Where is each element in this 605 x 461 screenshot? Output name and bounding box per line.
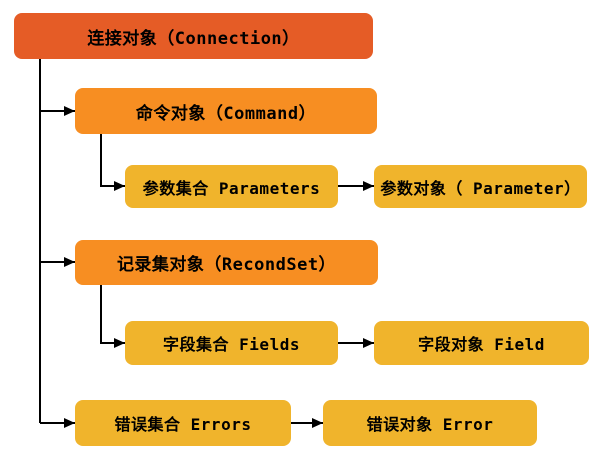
node-errors: 错误集合 Errors: [75, 400, 291, 446]
node-command: 命令对象（Command）: [75, 88, 377, 134]
node-field: 字段对象 Field: [374, 321, 589, 365]
edge-command-parameters: [100, 134, 125, 191]
node-error: 错误对象 Error: [323, 400, 537, 446]
node-connection: 连接对象（Connection）: [14, 13, 373, 59]
node-parameter: 参数对象（ Parameter）: [374, 165, 587, 208]
node-recordset: 记录集对象（RecondSet）: [75, 240, 378, 285]
node-fields: 字段集合 Fields: [125, 321, 338, 365]
node-parameters: 参数集合 Parameters: [125, 165, 338, 208]
edge-recordset-fields: [100, 285, 125, 348]
